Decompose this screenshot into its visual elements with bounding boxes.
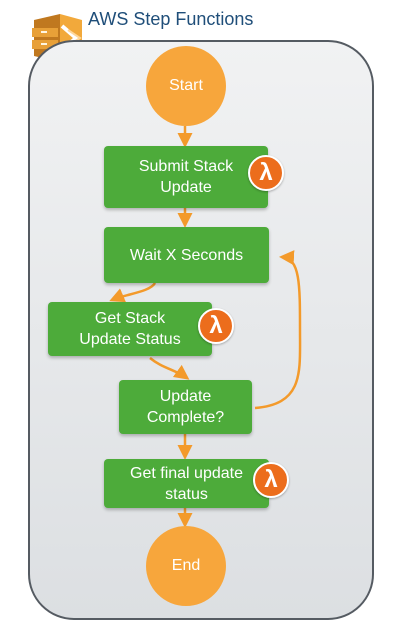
complete-line2: Complete? <box>146 409 225 426</box>
end-node: End <box>146 526 226 606</box>
getstatus-line2: Update Status <box>79 331 181 348</box>
submit-line1: Submit Stack <box>138 158 234 175</box>
lambda-icon: λ <box>253 462 289 498</box>
submit-line2: Update <box>160 179 212 196</box>
page-title: AWS Step Functions <box>88 9 254 29</box>
final-line2: status <box>165 485 208 503</box>
final-line1: Get final update <box>130 464 243 482</box>
state-update-complete-choice: Update Complete? <box>119 380 252 434</box>
getstatus-line1: Get Stack <box>94 310 166 327</box>
state-get-stack-update-status: Get Stack Update Status <box>48 302 212 356</box>
edge-wait-getstatus <box>109 282 157 303</box>
state-get-final-update-status: Get final update status <box>104 459 269 508</box>
state-wait-x-seconds: Wait X Seconds <box>104 227 269 283</box>
end-label: End <box>171 557 201 574</box>
lambda-icon: λ <box>248 155 284 191</box>
edge-getstatus-complete <box>149 357 190 380</box>
complete-line1: Update <box>159 388 212 405</box>
lambda-icon: λ <box>198 308 234 344</box>
wait-label: Wait X Seconds <box>129 246 244 264</box>
edge-complete-wait-loop <box>254 250 302 410</box>
state-submit-stack-update: Submit Stack Update <box>104 146 268 208</box>
start-node: Start <box>146 46 226 126</box>
start-label: Start <box>169 77 203 94</box>
